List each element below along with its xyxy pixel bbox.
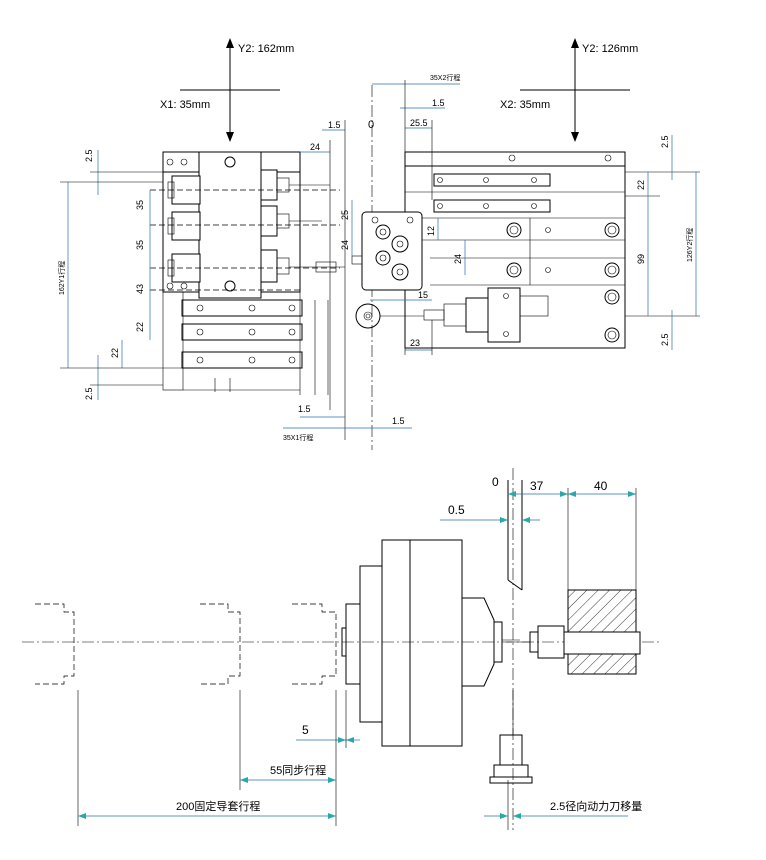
main-spindle bbox=[341, 539, 520, 747]
x2-35-label: X2: 35mm bbox=[500, 99, 550, 111]
dim-40: 40 bbox=[594, 479, 608, 493]
dim-0-top: 0 bbox=[368, 119, 374, 131]
dim-22-a: 22 bbox=[135, 322, 145, 332]
dim-1-5-bottom: 1.5 bbox=[298, 404, 311, 414]
dim-55-sync: 55同步行程 bbox=[270, 764, 326, 777]
dim-1-5-top: 1.5 bbox=[328, 120, 341, 130]
dim-2-5-top-left: 2.5 bbox=[84, 149, 94, 162]
dim-35x1: 35X1行程 bbox=[283, 433, 313, 442]
dim-24-right: 24 bbox=[453, 254, 463, 264]
dim-25-left: 25 bbox=[340, 210, 350, 220]
top-left-view: Y2: 162mm X1: 35mm bbox=[57, 38, 412, 450]
dim-35-b: 35 bbox=[135, 240, 145, 250]
y2-162-label: Y2: 162mm bbox=[238, 43, 294, 55]
guide-bush-ghost-1 bbox=[35, 603, 75, 685]
dim-23: 23 bbox=[410, 338, 420, 348]
dim-35x2: 35X2行程 bbox=[430, 73, 460, 82]
dim-0-side: 0 bbox=[492, 475, 499, 489]
top-right-view: Y2: 126mm X2: 35mm 35X2行程 1.5 25.5 bbox=[340, 38, 700, 355]
dim-200-guide: 200固定导套行程 bbox=[176, 799, 260, 813]
side-view: 0 37 40 0.5 5 55同步行程 2 bbox=[22, 468, 660, 830]
dim-1-5-right: 1.5 bbox=[392, 416, 405, 426]
dim-126-y2: 126Y2行程 bbox=[685, 228, 694, 262]
guide-bush-ghost-3 bbox=[292, 603, 337, 685]
dim-24-top: 24 bbox=[310, 142, 320, 152]
tool-holder-2 bbox=[167, 205, 322, 241]
dim-99: 99 bbox=[636, 254, 646, 264]
dim-12: 12 bbox=[426, 226, 436, 236]
dim-22-right: 22 bbox=[636, 180, 646, 190]
dim-1-5-right-top: 1.5 bbox=[432, 98, 445, 108]
dim-35-a: 35 bbox=[135, 200, 145, 210]
y-axis-arrow-left bbox=[180, 38, 280, 142]
dim-2-5-bottom-right: 2.5 bbox=[660, 333, 670, 346]
dim-0-5: 0.5 bbox=[448, 503, 465, 517]
tool-turret bbox=[351, 211, 423, 291]
dim-15: 15 bbox=[418, 290, 428, 300]
live-tool-spindle bbox=[380, 287, 549, 343]
dim-2-5-top-right: 2.5 bbox=[660, 135, 670, 148]
vertical-cutter bbox=[489, 480, 533, 784]
dim-22-b: 22 bbox=[110, 348, 120, 358]
dim-43: 43 bbox=[135, 284, 145, 294]
dim-25-5: 25.5 bbox=[410, 118, 428, 128]
dim-5: 5 bbox=[302, 723, 309, 737]
guide-bush-ghost-2 bbox=[200, 603, 241, 685]
y2-126-label: Y2: 126mm bbox=[582, 43, 638, 55]
dim-2-5-bottom-left: 2.5 bbox=[84, 387, 94, 400]
horizontal-live-tool bbox=[506, 589, 641, 675]
dim-24-left-v: 24 bbox=[340, 240, 350, 250]
dim-37: 37 bbox=[530, 479, 544, 493]
x1-35-label: X1: 35mm bbox=[160, 99, 210, 111]
dim-2-5-radial: 2.5径向动力刀移量 bbox=[550, 799, 642, 813]
dim-162-y1: 162Y1行程 bbox=[57, 261, 66, 295]
y-axis-arrow-right bbox=[520, 38, 630, 142]
